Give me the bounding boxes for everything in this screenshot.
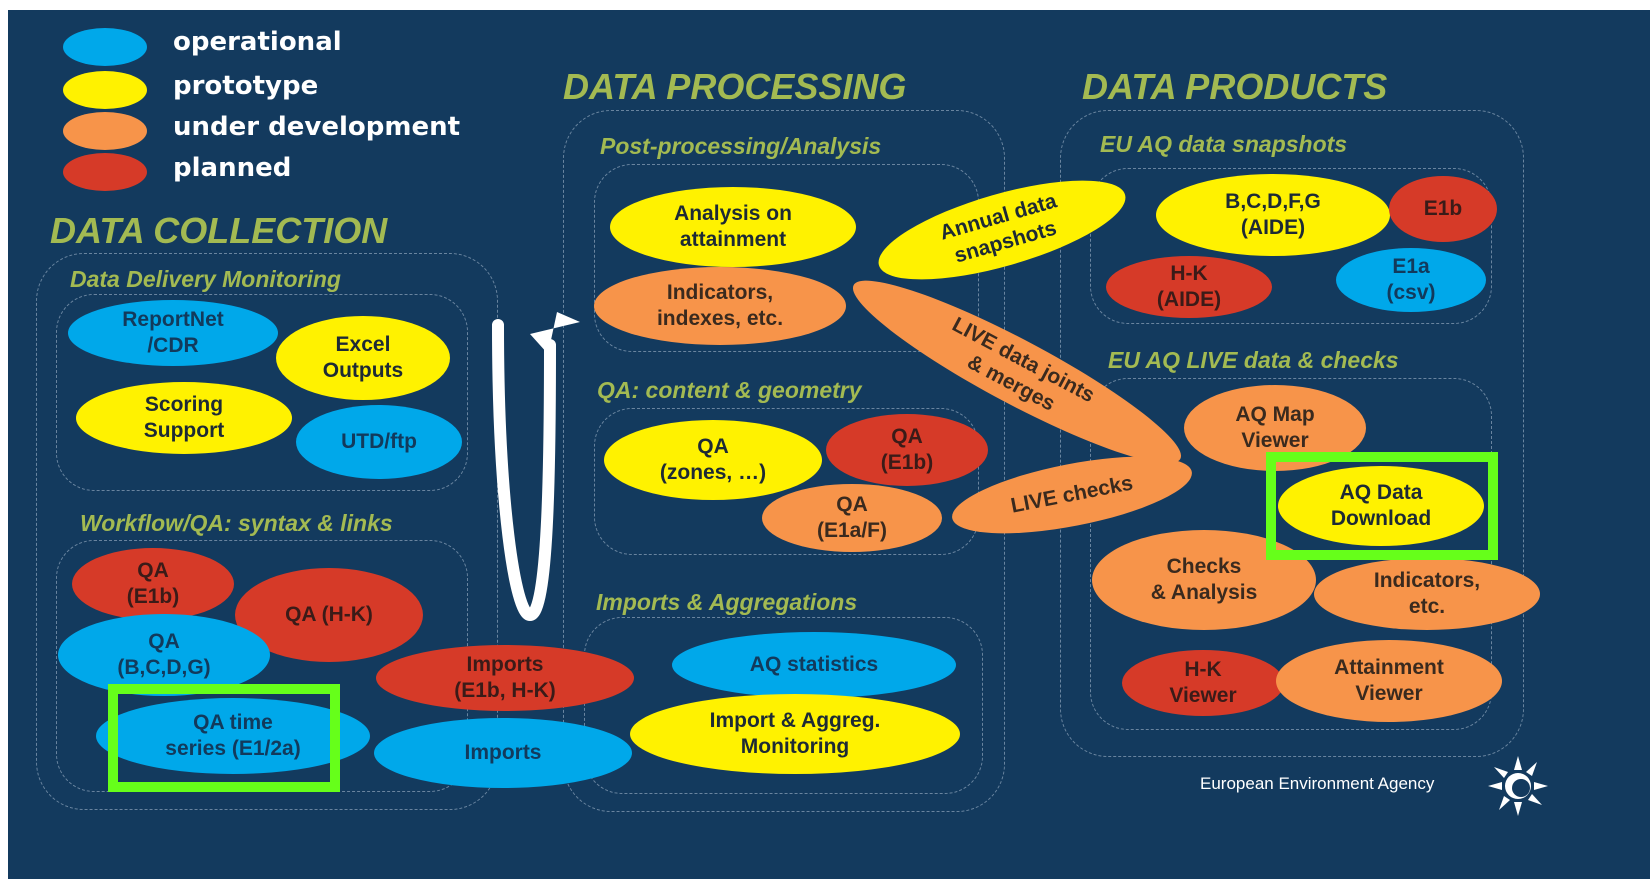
b-c-d-f-g-aide[interactable]: B,C,D,F,G (AIDE)	[1156, 174, 1390, 256]
qa-e1b-collection[interactable]: QA (E1b)	[72, 548, 234, 620]
indicators-etc[interactable]: Indicators, etc.	[1314, 558, 1540, 630]
h-k-viewer[interactable]: H-K Viewer	[1122, 650, 1284, 716]
import-aggreg-monitoring[interactable]: Import & Aggreg. Monitoring	[630, 694, 960, 774]
live-title: EU AQ LIVE data & checks	[1108, 347, 1399, 373]
qa-time-series[interactable]: QA time series (E1/2a)	[96, 698, 370, 774]
indicators-indexes[interactable]: Indicators, indexes, etc.	[594, 267, 846, 345]
data-delivery-monitoring-title: Data Delivery Monitoring	[70, 266, 341, 292]
imports-e1b-h-k[interactable]: Imports (E1b, H-K)	[376, 645, 634, 711]
flow-arrow-head	[530, 312, 580, 354]
flow-arrow-shaft	[492, 319, 556, 622]
utd-ftp[interactable]: UTD/ftp	[296, 405, 462, 479]
aq-statistics[interactable]: AQ statistics	[672, 632, 956, 698]
imports-aggregations-title: Imports & Aggregations	[596, 589, 858, 615]
data-processing-title: DATA PROCESSING	[563, 66, 907, 107]
snapshots-title: EU AQ data snapshots	[1100, 131, 1348, 157]
qa-content-geometry-group	[594, 408, 979, 555]
data-products-title: DATA PRODUCTS	[1082, 66, 1388, 107]
legend-prototype-swatch	[63, 71, 147, 109]
data-products-group	[1060, 110, 1524, 757]
highlight-qa-time-series	[108, 684, 340, 792]
scoring-support[interactable]: Scoring Support	[76, 382, 292, 454]
e1a-csv[interactable]: E1a (csv)	[1336, 248, 1486, 312]
legend-planned-label: planned	[173, 153, 292, 183]
data-collection-group	[36, 253, 498, 810]
legend-operational-label: operational	[173, 27, 342, 57]
legend-operational-swatch	[63, 28, 147, 66]
qa-content-geometry-title: QA: content & geometry	[597, 377, 862, 403]
snapshots-group	[1090, 168, 1492, 324]
qa-e1b-processing[interactable]: QA (E1b)	[826, 414, 988, 486]
workflow-qa-title: Workflow/QA: syntax & links	[80, 510, 393, 536]
legend-under-development-label: under development	[173, 112, 461, 142]
checks-analysis[interactable]: Checks & Analysis	[1092, 530, 1316, 630]
data-processing-group	[563, 110, 1005, 812]
legend-planned-swatch	[63, 153, 147, 191]
attainment-viewer[interactable]: Attainment Viewer	[1276, 640, 1502, 722]
post-processing-title: Post-processing/Analysis	[600, 133, 882, 159]
qa-b-c-d-g[interactable]: QA (B,C,D,G)	[58, 614, 270, 696]
reportnet-cdr[interactable]: ReportNet /CDR	[68, 300, 278, 366]
qa-zones[interactable]: QA (zones, …)	[604, 420, 822, 500]
data-delivery-monitoring-group	[56, 294, 468, 491]
e1b-snapshot[interactable]: E1b	[1389, 176, 1497, 242]
imports[interactable]: Imports	[374, 718, 632, 788]
data-collection-title: DATA COLLECTION	[50, 210, 388, 251]
legend-under-development-swatch	[63, 112, 147, 150]
excel-outputs[interactable]: Excel Outputs	[276, 316, 450, 400]
h-k-aide[interactable]: H-K (AIDE)	[1106, 256, 1272, 318]
qa-e1a-f[interactable]: QA (E1a/F)	[762, 484, 942, 552]
analysis-on-attainment[interactable]: Analysis on attainment	[610, 187, 856, 267]
legend-prototype-label: prototype	[173, 71, 319, 101]
aq-data-download[interactable]: AQ Data Download	[1278, 466, 1484, 546]
imports-aggregations-group	[584, 617, 983, 794]
highlight-aq-data-download	[1266, 452, 1498, 560]
agency-name: European Environment Agency	[1200, 774, 1435, 793]
